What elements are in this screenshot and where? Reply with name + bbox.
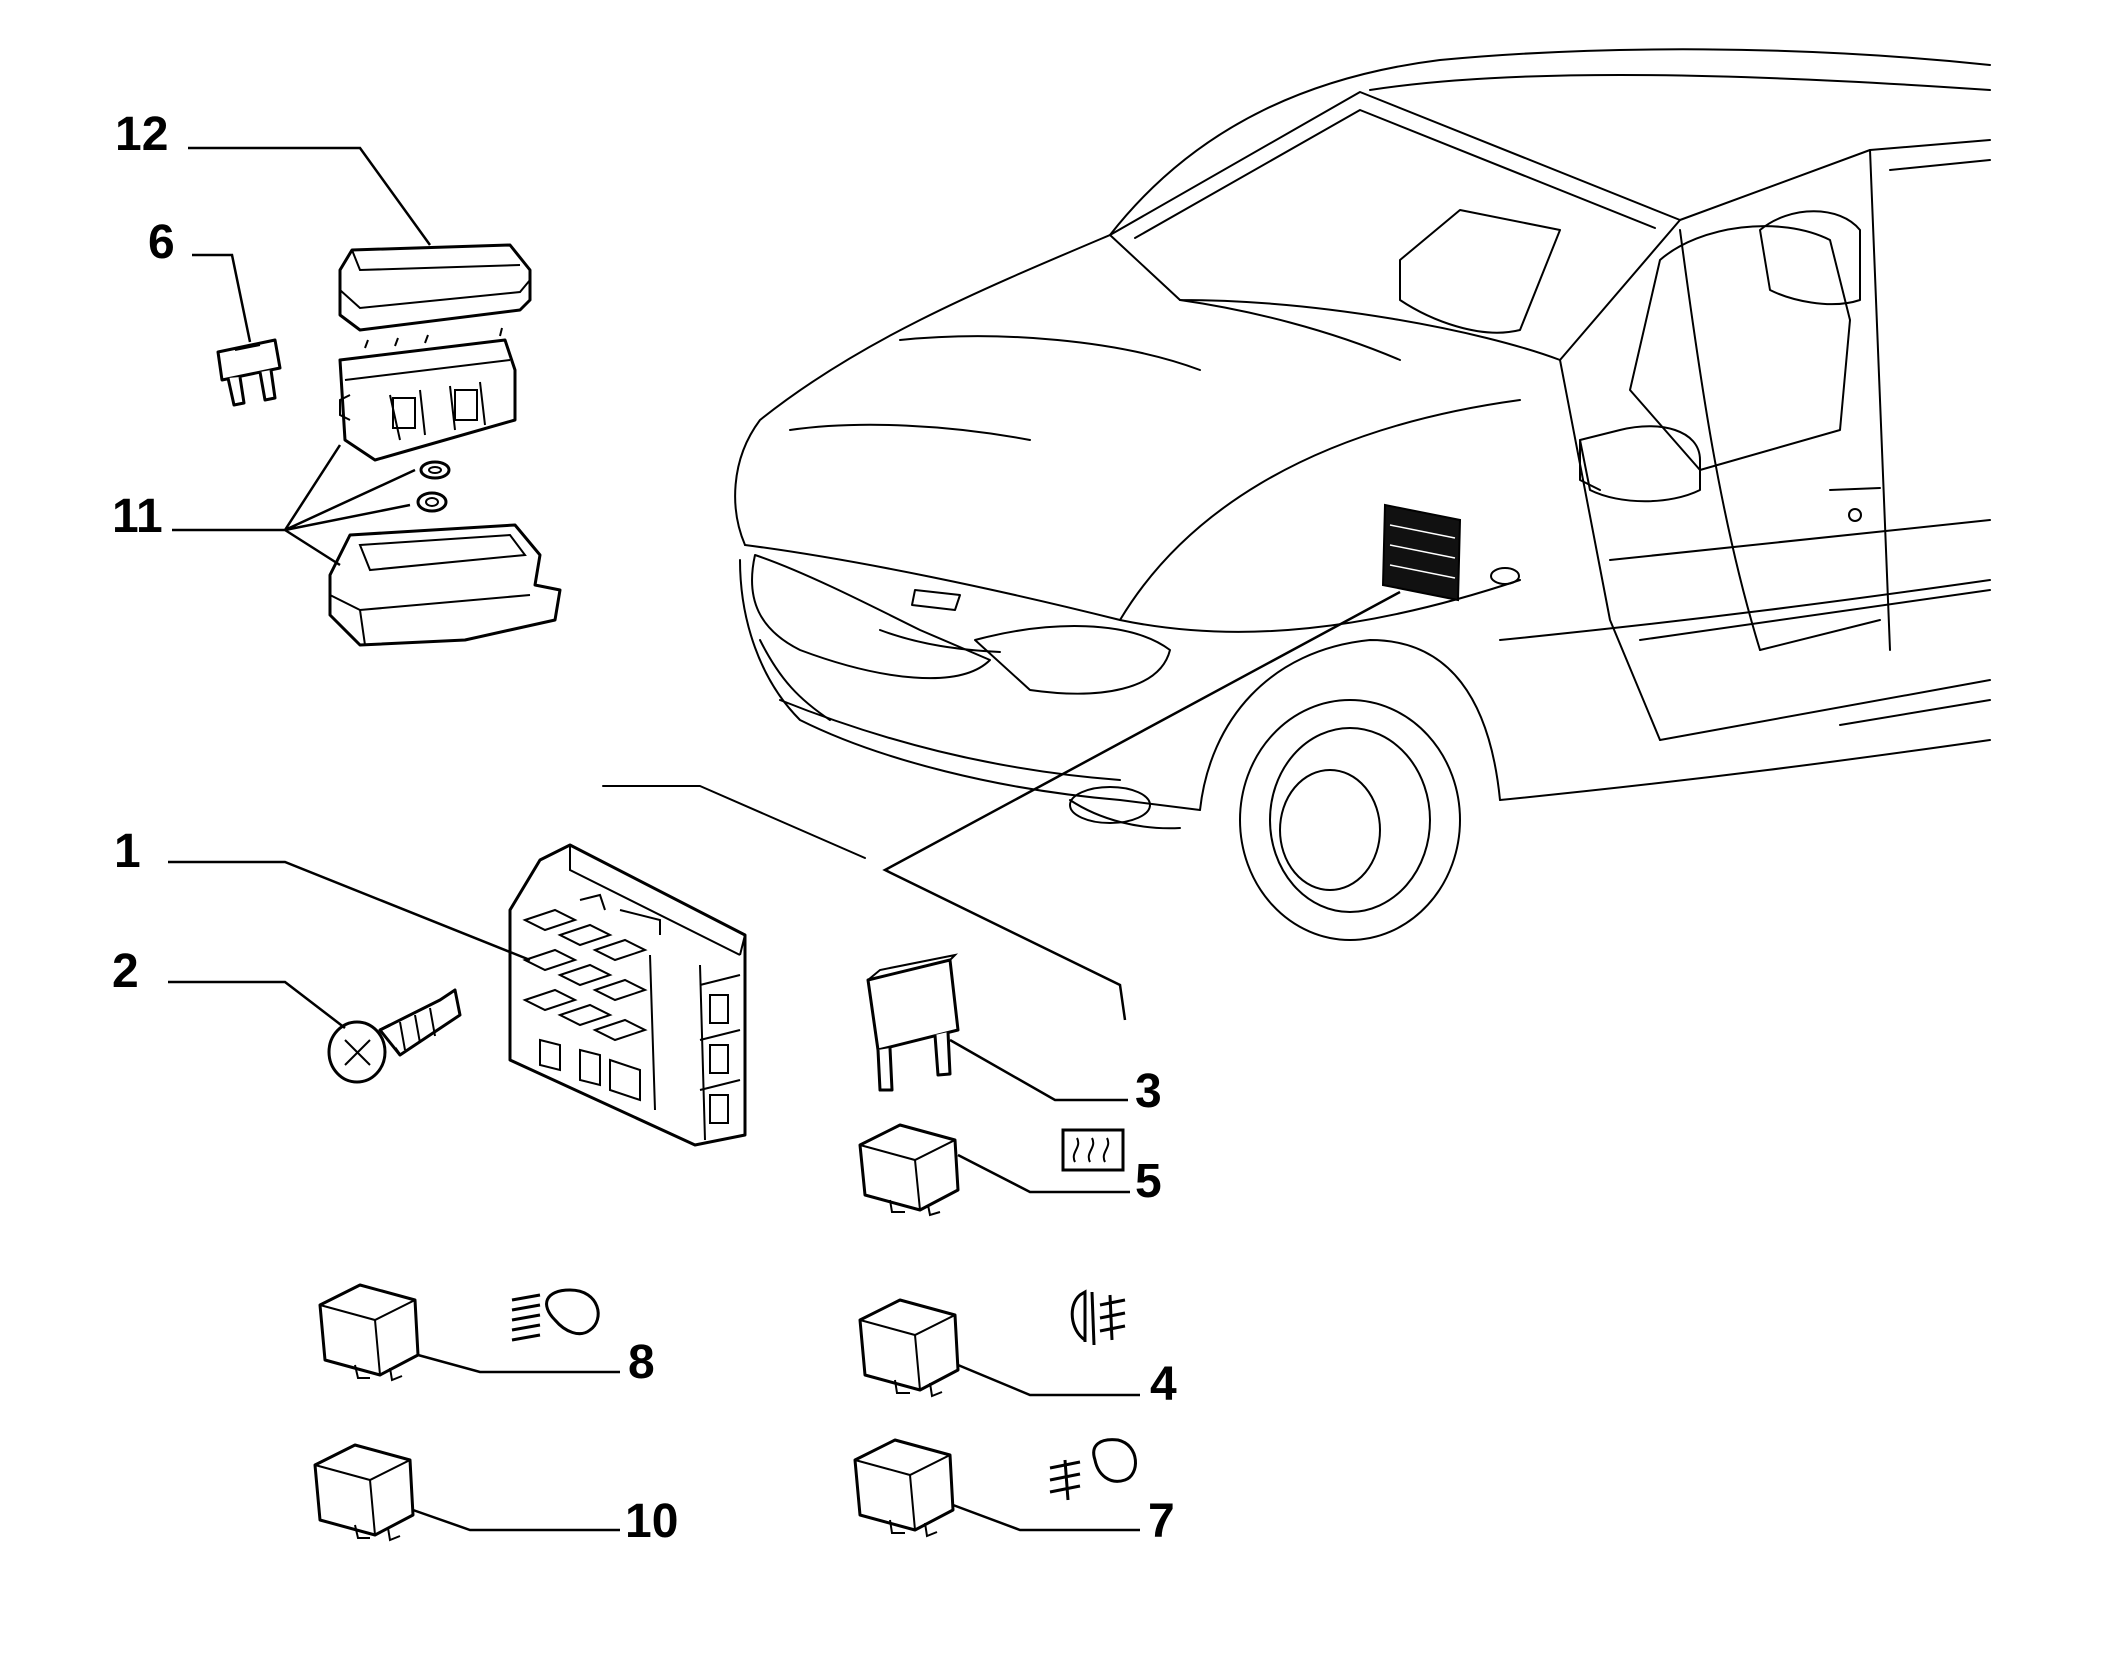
callout-8: 8 [628,1336,655,1389]
high-beam-icon [511,1288,600,1342]
front-fog-light-icon [1049,1438,1137,1501]
main-fusebox [508,843,747,1147]
washers [416,460,451,513]
callout-10: 10 [625,1495,678,1548]
callout-6: 6 [148,216,175,269]
relay-4 [858,1298,960,1398]
fusebox-base [328,523,562,647]
callout-7: 7 [1148,1495,1175,1548]
mini-fuse [216,338,282,407]
callout-5: 5 [1135,1155,1162,1208]
fusebox-cover [338,243,532,332]
relay-5 [858,1123,960,1217]
location-pointer-line [882,590,1401,1021]
leader-lines [168,146,1140,1532]
fusebox-location-marker [1381,503,1462,602]
callout-11: 11 [112,490,163,543]
fusebox-housing [338,327,517,462]
callout-3: 3 [1135,1065,1162,1118]
relay-10 [313,1443,415,1542]
screw [327,988,462,1084]
callout-2: 2 [112,945,139,998]
relay-7 [853,1438,955,1538]
callout-12: 12 [115,108,168,161]
car-illustration [602,48,1991,941]
callout-1: 1 [114,825,141,878]
maxi-fuse [866,953,960,1092]
relay-8 [318,1283,420,1382]
callout-4: 4 [1150,1358,1177,1411]
rear-window-defroster-icon [1061,1128,1125,1172]
rear-fog-light-icon [1070,1289,1126,1346]
